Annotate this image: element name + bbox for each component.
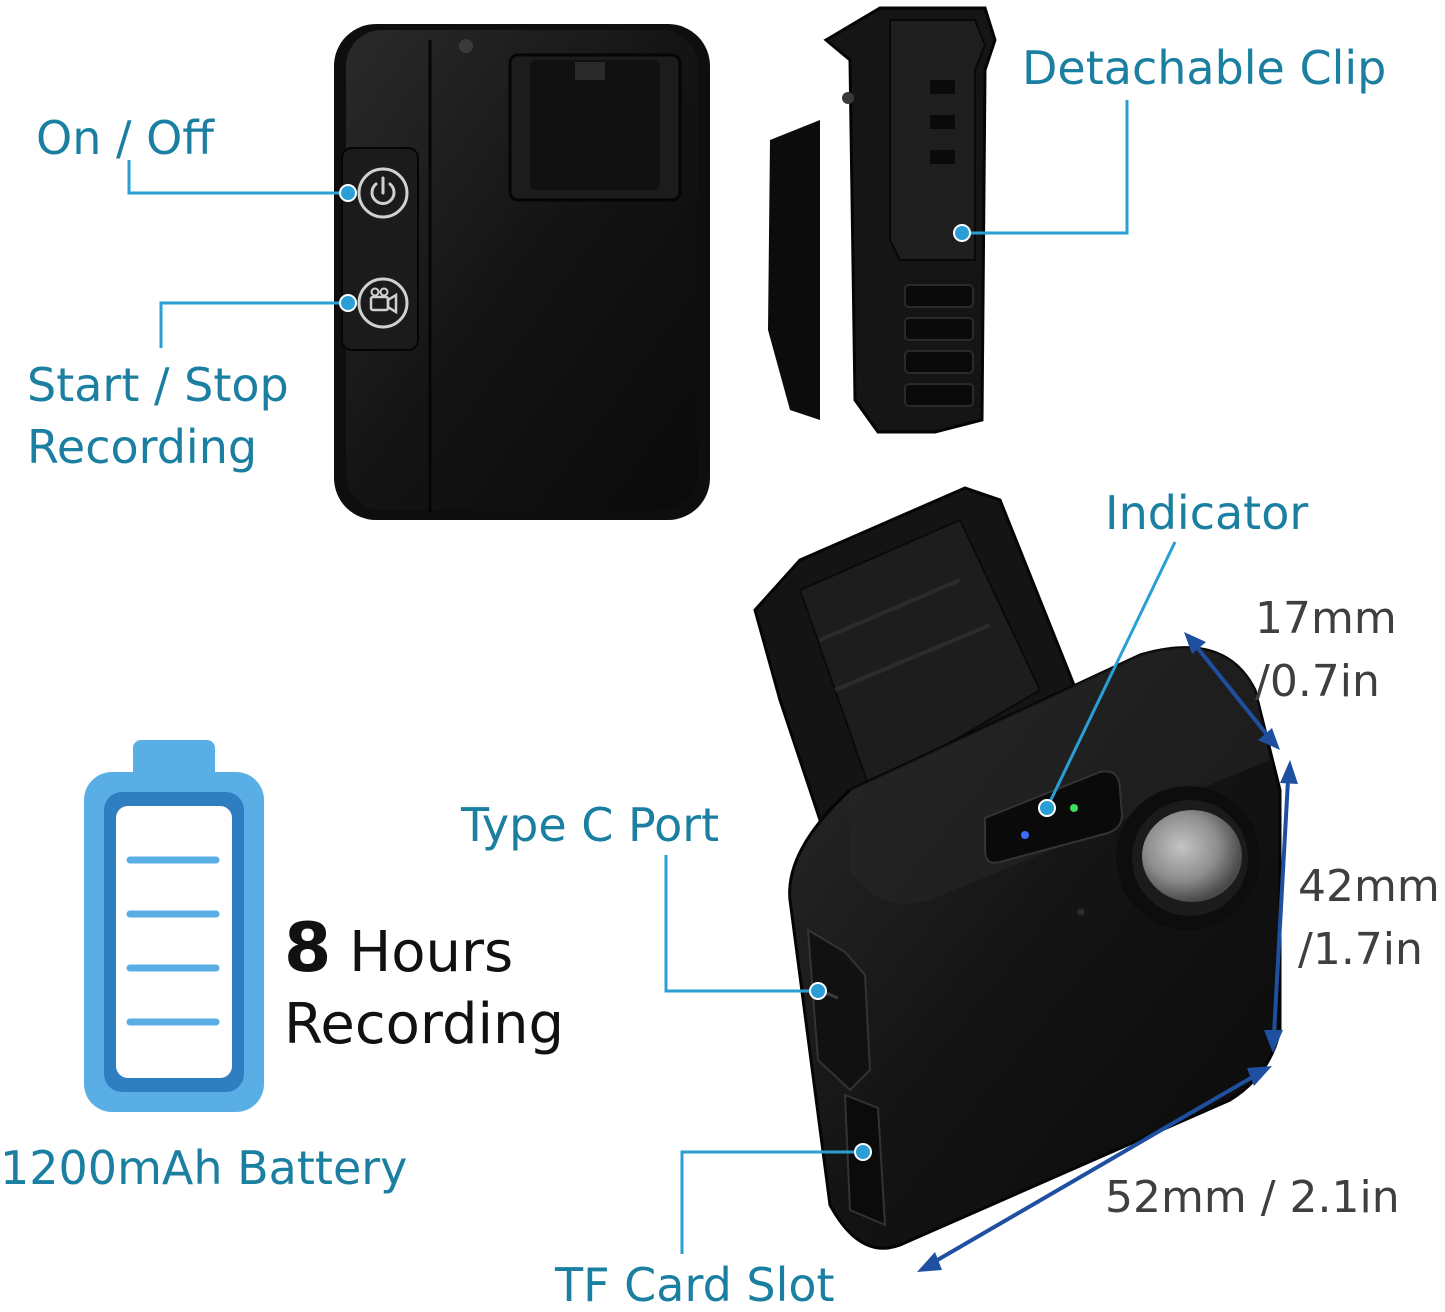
power-button — [357, 167, 409, 219]
callout-dot-on-off — [339, 184, 357, 202]
width-arrow — [917, 1066, 1272, 1272]
height-arrow — [1264, 760, 1298, 1053]
depth-arrow — [1184, 632, 1280, 750]
label-indicator: Indicator — [1105, 486, 1309, 540]
label-battery: 1200mAh Battery — [0, 1141, 408, 1195]
callout-indicator — [1045, 541, 1177, 809]
dim-depth-in: /0.7in — [1255, 656, 1380, 707]
callout-type-c — [664, 855, 818, 993]
label-detachable-clip: Detachable Clip — [1022, 41, 1387, 95]
callout-tf-card — [680, 1150, 863, 1254]
dim-height-in: /1.7in — [1298, 924, 1423, 975]
runtime-recording: Recording — [284, 992, 565, 1057]
callout-clip — [962, 100, 1129, 235]
callout-dot-tf-card — [854, 1143, 872, 1161]
dim-height-mm: 42mm — [1298, 861, 1440, 912]
runtime-hours-unit: Hours — [349, 920, 514, 985]
label-type-c-port: Type C Port — [461, 798, 720, 852]
camera-back-view — [334, 24, 710, 520]
dim-width: 52mm / 2.1in — [1105, 1172, 1400, 1223]
callout-dot-type-c — [809, 982, 827, 1000]
dim-depth-mm: 17mm — [1255, 593, 1397, 644]
callout-dot-clip — [953, 224, 971, 242]
callout-dot-indicator — [1038, 799, 1056, 817]
runtime-hours-number: 8 — [284, 909, 332, 988]
label-tf-card-slot: TF Card Slot — [555, 1258, 835, 1312]
label-start-stop: Start / Stop — [27, 358, 289, 412]
dimension-arrows — [917, 632, 1298, 1272]
record-button — [357, 277, 409, 329]
battery-icon — [84, 740, 264, 1112]
detachable-clip — [768, 6, 997, 434]
runtime-hours: 8 Hours — [284, 915, 513, 983]
camera-front-view — [753, 486, 1282, 1250]
video-camera-icon — [369, 287, 398, 315]
callout-start-stop — [159, 301, 348, 348]
callout-on-off — [127, 160, 348, 195]
label-on-off: On / Off — [36, 111, 215, 165]
power-icon — [370, 176, 396, 205]
callout-dot-start-stop — [339, 294, 357, 312]
callout-lines — [127, 100, 1177, 1254]
label-recording: Recording — [27, 420, 258, 474]
camera-lens — [1116, 786, 1260, 930]
